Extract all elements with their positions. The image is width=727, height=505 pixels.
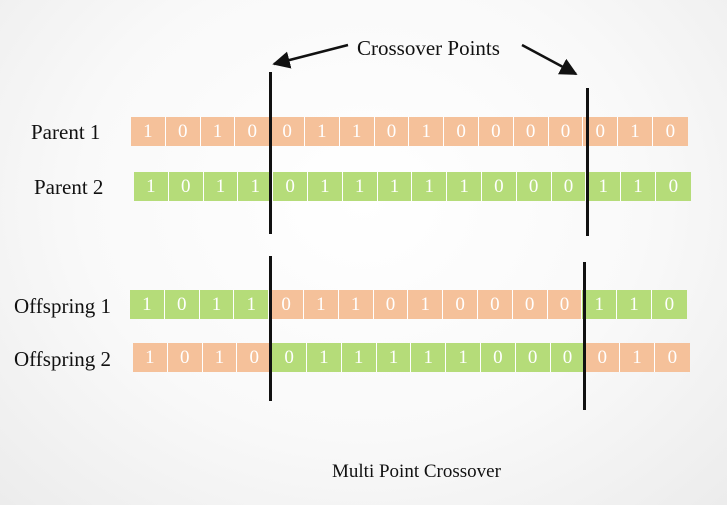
parent-2-gene: 1 <box>586 172 622 201</box>
parent-1-gene: 0 <box>478 117 514 146</box>
offspring-1-gene: 1 <box>234 290 270 319</box>
offspring-1-gene: 1 <box>582 290 618 319</box>
parent-2-gene: 1 <box>134 172 169 201</box>
parent-2-label: Parent 2 <box>34 175 104 199</box>
parent-1-gene: 0 <box>583 117 619 146</box>
parent-1-gene: 1 <box>131 117 166 146</box>
parent-1-gene: 0 <box>374 117 410 146</box>
offspring-1-gene: 1 <box>199 290 235 319</box>
parent-1-gene: 1 <box>409 117 445 146</box>
parent-2-gene: 1 <box>203 172 239 201</box>
parent-1-gene: 0 <box>548 117 584 146</box>
offspring-1-gene: 0 <box>269 290 304 319</box>
crossover-line-2-offspring <box>583 262 586 410</box>
offspring-1-gene: 0 <box>512 290 548 319</box>
offspring-2-gene: 1 <box>376 343 412 372</box>
offspring-2-gene: 0 <box>515 343 551 372</box>
crossover-line-2-parents <box>586 88 589 236</box>
offspring-2-gene: 0 <box>167 343 203 372</box>
parent-2-gene: 0 <box>551 172 587 201</box>
offspring-1-gene: 0 <box>443 290 478 319</box>
parent-2-gene: 0 <box>168 172 204 201</box>
parent-2-gene: 1 <box>342 172 378 201</box>
parent-1-gene: 0 <box>165 117 201 146</box>
offspring-1-gene: 0 <box>164 290 200 319</box>
left-crossover-arrow <box>272 43 349 69</box>
offspring-2-gene: 0 <box>654 343 690 372</box>
offspring-2-gene: 1 <box>341 343 377 372</box>
parent-2-gene: 1 <box>238 172 274 201</box>
parent-1-gene: 0 <box>513 117 549 146</box>
parent-1-gene: 0 <box>652 117 688 146</box>
offspring-1-gene: 0 <box>651 290 687 319</box>
offspring-2-gene: 1 <box>446 343 481 372</box>
crossover-line-1-parents <box>269 72 272 234</box>
crossover-line-1-offspring <box>269 256 272 401</box>
offspring-2-gene: 0 <box>585 343 621 372</box>
offspring-2-gene: 0 <box>480 343 516 372</box>
parent-2-gene: 0 <box>273 172 308 201</box>
offspring-1-gene: 0 <box>477 290 513 319</box>
parent-2-gene: 0 <box>481 172 517 201</box>
parent-1-label: Parent 1 <box>31 120 101 144</box>
parent-1-gene: 1 <box>304 117 340 146</box>
parent-2-gene: 1 <box>621 172 656 201</box>
parent-1-gene: 1 <box>339 117 375 146</box>
offspring-1-gene: 0 <box>373 290 409 319</box>
diagram-caption: Multi Point Crossover <box>332 461 501 482</box>
offspring-2-gene: 1 <box>620 343 655 372</box>
offspring-1-gene: 1 <box>408 290 444 319</box>
offspring-2-gene: 1 <box>306 343 342 372</box>
offspring-2-gene: 1 <box>133 343 168 372</box>
parent-1-gene: 0 <box>235 117 271 146</box>
parent-2-gene: 1 <box>447 172 482 201</box>
offspring-1-gene: 1 <box>338 290 374 319</box>
offspring-1-label: Offspring 1 <box>14 294 112 318</box>
parent-1-gene: 0 <box>444 117 479 146</box>
parent-2-gene: 1 <box>307 172 343 201</box>
parent-1-gene: 1 <box>200 117 236 146</box>
parent-2-gene: 1 <box>377 172 413 201</box>
right-crossover-arrow <box>521 43 578 76</box>
parent-1-gene: 0 <box>270 117 305 146</box>
crossover-points-title: Crossover Points <box>357 36 500 60</box>
offspring-1-gene: 0 <box>547 290 583 319</box>
offspring-2-gene: 1 <box>202 343 238 372</box>
parent-2-gene: 0 <box>655 172 691 201</box>
offspring-2-gene: 0 <box>237 343 273 372</box>
offspring-1-gene: 1 <box>617 290 652 319</box>
parent-2-gene: 0 <box>516 172 552 201</box>
offspring-2-label: Offspring 2 <box>14 347 112 371</box>
parent-2-gene: 1 <box>412 172 448 201</box>
offspring-2-gene: 1 <box>411 343 447 372</box>
offspring-2-gene: 0 <box>550 343 586 372</box>
offspring-1-gene: 1 <box>303 290 339 319</box>
offspring-2-gene: 0 <box>272 343 307 372</box>
parent-1-gene: 1 <box>618 117 653 146</box>
offspring-1-gene: 1 <box>130 290 165 319</box>
